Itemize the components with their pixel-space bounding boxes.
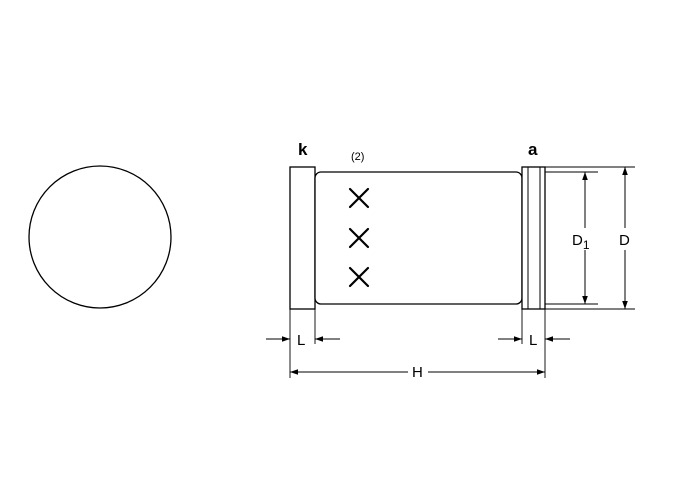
d1-label: D1 — [572, 232, 590, 252]
note-label: (2) — [351, 151, 364, 163]
marking-cross-2 — [348, 227, 370, 249]
anode-end-cap — [521, 166, 546, 310]
diode-body — [314, 171, 523, 305]
h-label: H — [412, 364, 423, 381]
cathode-label: k — [298, 140, 308, 159]
marking-cross-3 — [348, 266, 370, 288]
marking-cross-1 — [348, 187, 370, 209]
left-l-label: L — [297, 332, 305, 349]
anode-label: a — [528, 140, 538, 159]
right-l-label: L — [529, 332, 537, 349]
cathode-end-cap — [289, 166, 316, 310]
end-view-circle — [28, 165, 172, 309]
d-label: D — [619, 232, 630, 249]
